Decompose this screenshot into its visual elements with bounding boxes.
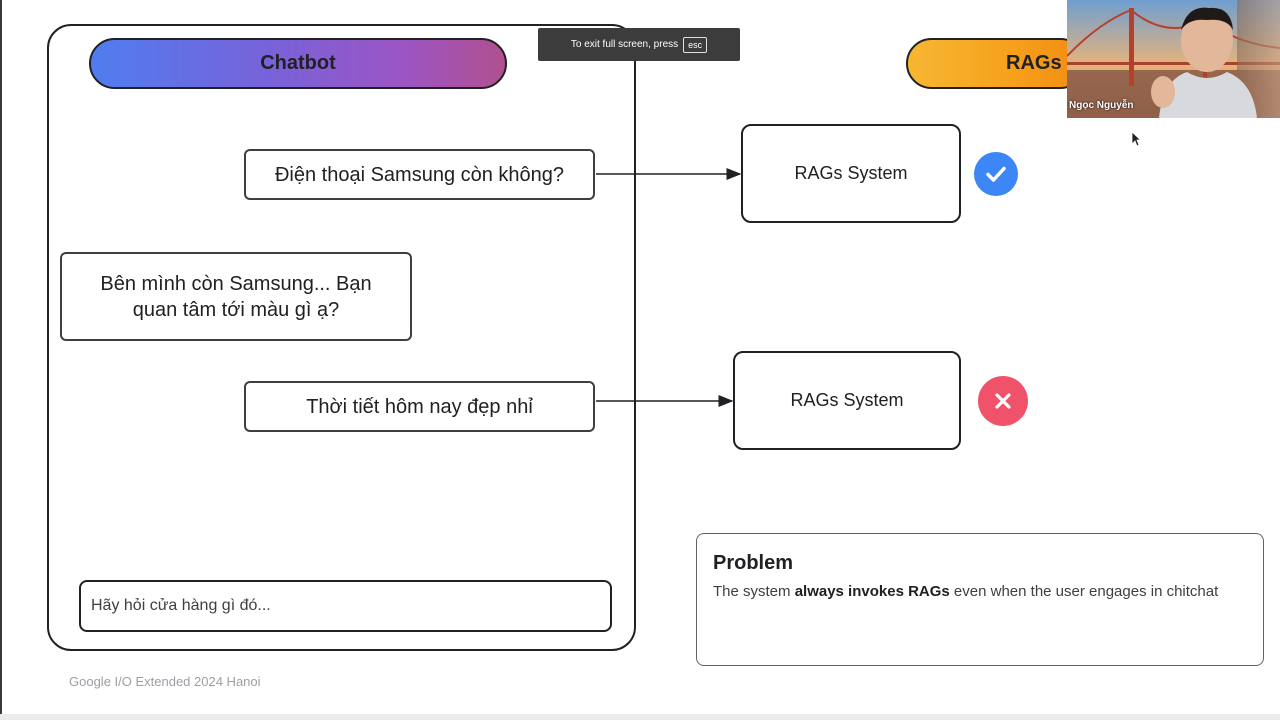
rags-system-label-1: RAGs System	[794, 163, 908, 183]
rags-system-label-2: RAGs System	[790, 390, 904, 410]
problem-title: Problem	[713, 552, 794, 574]
rags-title-pill: RAGs I	[906, 38, 1086, 89]
rags-system-box-1: RAGs System	[741, 124, 961, 223]
rags-title: RAGs I	[1006, 52, 1073, 74]
problem-text-bold: always invokes RAGs	[794, 583, 950, 600]
esc-key-badge: esc	[683, 36, 708, 53]
footer-event-name: Google I/O Extended 2024 Hanoi	[69, 674, 261, 689]
fullscreen-exit-toast: To exit full screen, press esc	[538, 28, 740, 61]
problem-description: The system always invokes RAGs even when…	[713, 581, 1247, 603]
participant-name: Ngọc Nguyễn	[1069, 100, 1134, 111]
mouse-cursor-icon	[1131, 131, 1141, 147]
slide-bottom-border	[0, 714, 1280, 720]
chat-input[interactable]: Hãy hỏi cửa hàng gì đó...	[79, 580, 612, 632]
user-message-1: Điện thoại Samsung còn không?	[244, 149, 595, 200]
bot-message-1-text: Bên mình còn Samsung... Bạn quan tâm tới…	[100, 272, 372, 321]
problem-text-end: even when the user engages in chitchat	[949, 583, 1219, 600]
slide-edge	[0, 0, 2, 720]
user-message-2-text: Thời tiết hôm nay đẹp nhỉ	[306, 395, 533, 418]
check-icon	[974, 152, 1018, 196]
participant-video-tile[interactable]: Ngọc Nguyễn	[1067, 0, 1280, 118]
user-message-1-text: Điện thoại Samsung còn không?	[274, 163, 565, 186]
chatbot-frame	[47, 24, 636, 651]
user-message-2: Thời tiết hôm nay đẹp nhỉ	[244, 381, 595, 432]
chatbot-title: Chatbot	[260, 52, 336, 74]
video-feed-image	[1067, 0, 1280, 118]
chat-input-placeholder: Hãy hỏi cửa hàng gì đó...	[91, 597, 271, 614]
problem-text-start: The system	[713, 583, 795, 600]
chatbot-title-pill: Chatbot	[89, 38, 507, 89]
problem-box: Problem The system always invokes RAGs e…	[696, 533, 1264, 666]
bot-message-1: Bên mình còn Samsung... Bạn quan tâm tới…	[60, 252, 412, 341]
cross-icon	[978, 376, 1028, 426]
rags-system-box-2: RAGs System	[733, 351, 961, 450]
fullscreen-toast-text: To exit full screen, press	[570, 39, 679, 50]
